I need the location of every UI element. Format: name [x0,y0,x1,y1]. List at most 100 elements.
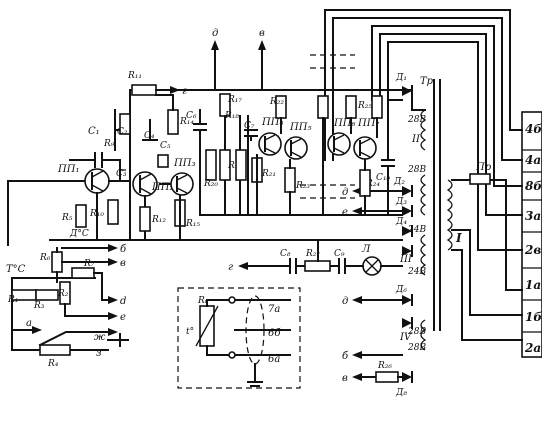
temp-sensor-label: T°C [6,264,26,275]
output-g-mid: г [228,262,233,273]
resistor-r11 [131,84,157,96]
lamp: Л [361,244,403,276]
thermistor-label: Д°C [69,229,89,239]
winding-4-label: IV [399,332,413,343]
capacitor-c4-label: C₄ [144,131,155,141]
rectifier-diodes: Д₁ Д₂ Д₃ Д₄ Д₆ Д₈ [393,73,413,398]
output-z-bot: з [96,348,101,359]
terminal-1b: 1б [525,310,542,324]
diode-d2-label: Д₂ [393,177,405,187]
terminal-8b: 8б [525,179,542,193]
output-e-mid: e [120,312,126,323]
output-a-bot: а [26,318,32,329]
diode-d5 [402,245,413,257]
capacitor-c2-label: C₂ [117,127,128,137]
diode-d4-label: Д₄ [395,217,407,227]
resistor-r18 [235,149,247,181]
resistor-r3-label: R₃ [33,301,45,311]
resistor-r4 [39,344,71,356]
transformer: Тр I II III IV 28В 28В 24В 24В 28В 28В [399,76,462,353]
inset-sensor-label: R₀ [197,296,209,306]
transistor-pp4: ПП₄ [258,117,283,156]
capacitor-c10-label: C₁₀ [376,173,390,183]
resistor-r13 [157,154,169,168]
transistors: ПП₁ ПП₂ ПП₃ ПП₄ ПП₅ [57,117,379,197]
inset-detail: R₀ t° 7а 6б 6а [177,287,301,389]
transistor-pp7-label: ПП₇ [357,118,379,129]
tap-4: 24В [407,267,426,277]
resistor-r23-label: R₂₃ [295,181,310,191]
connector-strip: 4б 4а 8б 3а 2в 1а 1б 2а [521,111,542,358]
terminal-2v: 2в [524,243,541,257]
transistor-pp1: ПП₁ [57,164,110,194]
connector-body [521,111,542,358]
transistor-pp5: ПП₅ [284,122,311,160]
resistor-r21-label: R₂₁ [261,169,276,179]
transistor-pp6-label: ПП₆ [333,118,355,129]
output-d-mid: d [120,296,126,307]
cable-bundle [300,9,523,251]
capacitor-c5-label: C₅ [160,141,171,151]
resistor-r19-label: R₁₉ [227,161,242,171]
resistor-r22-label: R₂₂ [269,97,284,107]
resistor-r6-label: R₆ [39,253,51,263]
lamp-label: Л [361,244,371,255]
tap-1: 28В [407,115,426,125]
diode-d7 [402,317,413,329]
sensor-bridge: T°C R₁ R₃ R₂ R₇ R₆ d e в б а R₄ ж з [6,244,129,369]
transistor-pp3: ПП₃ [170,158,195,196]
left-circuit: C₁ R₅ R₁₀ R₉ C₂ C₃ Д°C R₁₁ г R₁₄ C₄ C₅ R… [49,71,200,241]
transistor-pp6: ПП₆ [327,118,355,156]
output-e-right: е [342,207,348,218]
capacitor-c7-label: C₇ [244,121,255,131]
output-zh-bot: ж [94,332,106,343]
middle-circuit: д в R₁₇ C₆ R₂₀ R₁₉ R₁₈ C₇ R₂₁ R₂₂ R₂₃ [186,28,310,216]
resistor-r20 [205,149,217,181]
transformer-label: Тр [420,76,434,87]
resistor-r3 [35,289,59,301]
resistor-r20-label: R₂₀ [203,179,218,189]
lower-bus: г C₈ R₂₇ C₉ [228,239,364,274]
primary-circuit: Пр [451,162,523,341]
diode-d6 [402,294,413,306]
terminal-1a: 1а [525,278,541,292]
inset-frame [177,287,301,389]
resistor-r24b [359,169,371,197]
resistor-r11-label: R₁₁ [127,71,142,81]
tap-3: 24В [407,225,426,235]
output-v-right: в [342,373,348,384]
resistor-r18-label: R₁₈ [224,111,239,121]
output-v-mid: в [120,258,126,269]
winding-1-label: I [455,231,462,245]
output-b-right: б [342,351,349,362]
diode-d4 [402,225,413,237]
resistor-r5-label: R₅ [61,213,73,223]
resistor-r12 [139,206,151,232]
resistor-r14 [167,109,179,135]
inset-terminal-7a: 7а [268,304,280,315]
resistor-r27 [304,260,331,272]
transistor-pp3-label: ПП₃ [173,158,195,169]
resistor-r26 [375,371,399,383]
buses [7,89,413,246]
transistor-pp4-label: ПП₄ [261,117,283,128]
resistor-r25 [371,95,383,119]
output-g-top: г [182,86,187,97]
capacitor-c9-label: C₉ [334,249,345,259]
resistor-r7-label: R₇ [83,259,95,269]
transistor-pp7: ПП₇ [353,118,379,160]
resistor-r12-label: R₁₂ [151,215,166,225]
fuse [469,173,491,185]
diode-d3-label: Д₃ [395,197,407,207]
fuse-label: Пр [475,162,492,173]
inset-temp-label: t° [186,327,194,337]
diode-d1-label: Д₁ [395,73,407,83]
resistor-r17-label: R₁₇ [227,95,242,105]
terminal-3a: 3а [525,209,541,223]
output-d-right1: д [342,187,348,198]
resistor-r9 [119,113,131,135]
resistor-r24 [345,95,357,119]
terminal-4b: 4б [525,122,542,136]
resistor-r24-label: R₂₄ [365,179,380,189]
